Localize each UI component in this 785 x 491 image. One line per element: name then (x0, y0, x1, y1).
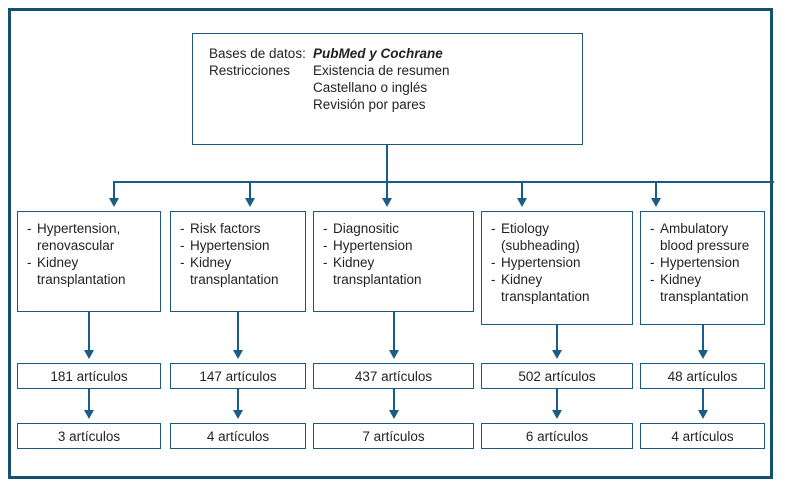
connector-2-down (237, 312, 239, 352)
connector-4-down (556, 325, 558, 352)
branch-drop-1 (113, 181, 115, 200)
criteria-item: Hypertension, renovascular (27, 220, 154, 254)
result-final-box-1: 3 artículos (17, 423, 161, 449)
result-final-box-5: 4 artículos (640, 423, 765, 449)
criteria-item: Kidney transplantation (323, 254, 467, 288)
result-initial-box-4: 502 artículos (481, 363, 633, 389)
criteria-item: Risk factors (180, 220, 299, 237)
final-arrow-3 (389, 410, 399, 419)
criteria-item: Hypertension (323, 237, 467, 254)
restrictions-value-3: Revisión por pares (313, 97, 426, 112)
final-arrow-4 (552, 410, 562, 419)
criteria-item: Ambulatory blood pressure (650, 220, 758, 254)
criteria-item: Diagnositic (323, 220, 467, 237)
final-connector-3 (393, 389, 395, 412)
restrictions-value-2-row: Castellano o inglés (209, 79, 582, 96)
branch-stem (386, 145, 388, 183)
criteria-box-2: Risk factors Hypertension Kidney transpl… (170, 211, 306, 312)
connector-arrow-5 (698, 350, 708, 359)
restrictions-label: Restricciones (209, 63, 291, 78)
result-final-box-3: 7 artículos (313, 423, 474, 449)
result-initial-box-1: 181 artículos (17, 363, 161, 389)
branch-drop-3 (386, 181, 388, 200)
final-arrow-1 (84, 410, 94, 419)
criteria-item: Kidney transplantation (491, 271, 626, 305)
connector-arrow-3 (389, 350, 399, 359)
databases-criteria-box: Bases de datos: PubMed y Cochrane Restri… (192, 33, 583, 145)
final-connector-2 (237, 389, 239, 412)
final-arrow-2 (233, 410, 243, 419)
restrictions-value-2: Castellano o inglés (313, 80, 428, 95)
connector-arrow-1 (84, 350, 94, 359)
databases-row: Bases de datos: PubMed y Cochrane (209, 45, 582, 62)
result-initial-box-2: 147 artículos (170, 363, 306, 389)
criteria-item: Hypertension (491, 254, 626, 271)
criteria-item: Kidney transplantation (180, 254, 299, 288)
connector-arrow-2 (233, 350, 243, 359)
final-connector-4 (556, 389, 558, 412)
criteria-item: Kidney transplantation (650, 271, 758, 305)
connector-3-down (393, 312, 395, 352)
final-connector-1 (88, 389, 90, 412)
result-initial-box-5: 48 artículos (640, 363, 765, 389)
final-connector-5 (702, 389, 704, 412)
branch-bus (113, 181, 774, 183)
result-final-box-4: 6 artículos (481, 423, 633, 449)
branch-arrow-5 (651, 198, 661, 207)
result-final-box-2: 4 artículos (170, 423, 306, 449)
criteria-item: Hypertension (180, 237, 299, 254)
branch-arrow-2 (245, 198, 255, 207)
criteria-box-4: Etiology (subheading) Hypertension Kidne… (481, 211, 633, 325)
branch-drop-5 (655, 181, 657, 200)
criteria-item: Hypertension (650, 254, 758, 271)
connector-5-down (702, 325, 704, 352)
criteria-box-3: Diagnositic Hypertension Kidney transpla… (313, 211, 474, 312)
criteria-box-5: Ambulatory blood pressure Hypertension K… (640, 211, 765, 325)
databases-value: PubMed y Cochrane (313, 46, 443, 61)
criteria-item: Kidney transplantation (27, 254, 154, 288)
branch-drop-2 (249, 181, 251, 200)
criteria-item: Etiology (subheading) (491, 220, 626, 254)
connector-arrow-4 (552, 350, 562, 359)
branch-arrow-3 (382, 198, 392, 207)
restrictions-value-3-row: Revisión por pares (209, 96, 582, 113)
final-arrow-5 (698, 410, 708, 419)
restrictions-value-1: Existencia de resumen (313, 63, 450, 78)
criteria-box-1: Hypertension, renovascular Kidney transp… (17, 211, 161, 312)
databases-label: Bases de datos: (209, 46, 306, 61)
restrictions-row: Restricciones Existencia de resumen (209, 62, 582, 79)
branch-arrow-4 (517, 198, 527, 207)
branch-drop-4 (521, 181, 523, 200)
branch-arrow-1 (109, 198, 119, 207)
connector-1-down (88, 312, 90, 352)
result-initial-box-3: 437 artículos (313, 363, 474, 389)
